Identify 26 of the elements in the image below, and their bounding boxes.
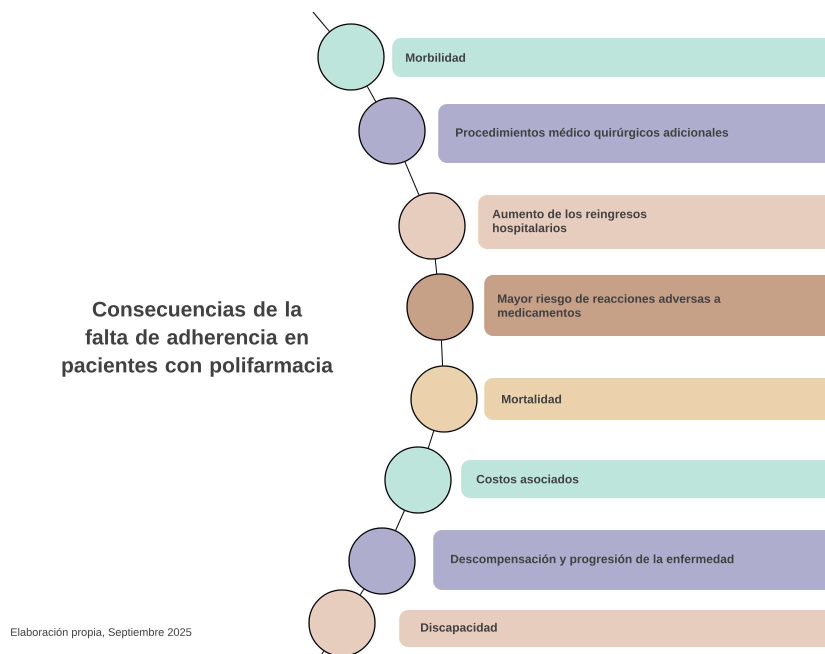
cause-bar: Procedimientos médico quirúrgicos adicionales	[438, 104, 825, 163]
cause-bar: Aumento de los reingresos hospitalarios	[478, 195, 825, 249]
connector-line	[428, 430, 434, 448]
connector-line	[395, 510, 405, 531]
connector-line	[404, 162, 420, 196]
connector-line	[434, 259, 438, 274]
cause-bar: Descompensación y progresión de la enfermedad	[433, 530, 825, 590]
cause-bar: Mortalidad	[484, 378, 825, 420]
heading: Consecuencias de la falta de adherencia en pacientes con polifarmacia	[62, 301, 334, 377]
cause-bar: Costos asociados	[461, 460, 825, 498]
circle-marker	[384, 446, 452, 514]
connector-line	[360, 588, 364, 596]
connector-line	[440, 340, 444, 366]
connector-line	[312, 12, 330, 32]
circle-marker	[348, 527, 416, 595]
circle-marker	[398, 192, 466, 260]
circle-marker	[358, 97, 426, 165]
cause-bar: Morbilidad	[392, 38, 825, 77]
circle-marker	[406, 273, 474, 341]
cause-bar: Discapacidad	[399, 610, 825, 647]
cause-bar: Mayor riesgo de reacciones adversas a medicamentos	[484, 275, 825, 336]
caption: Elaboración propia, Septiembre 2025	[11, 628, 192, 638]
circle-marker	[308, 589, 376, 654]
connector-line	[366, 86, 376, 102]
circle-marker	[410, 365, 478, 433]
circle-marker	[317, 23, 385, 91]
